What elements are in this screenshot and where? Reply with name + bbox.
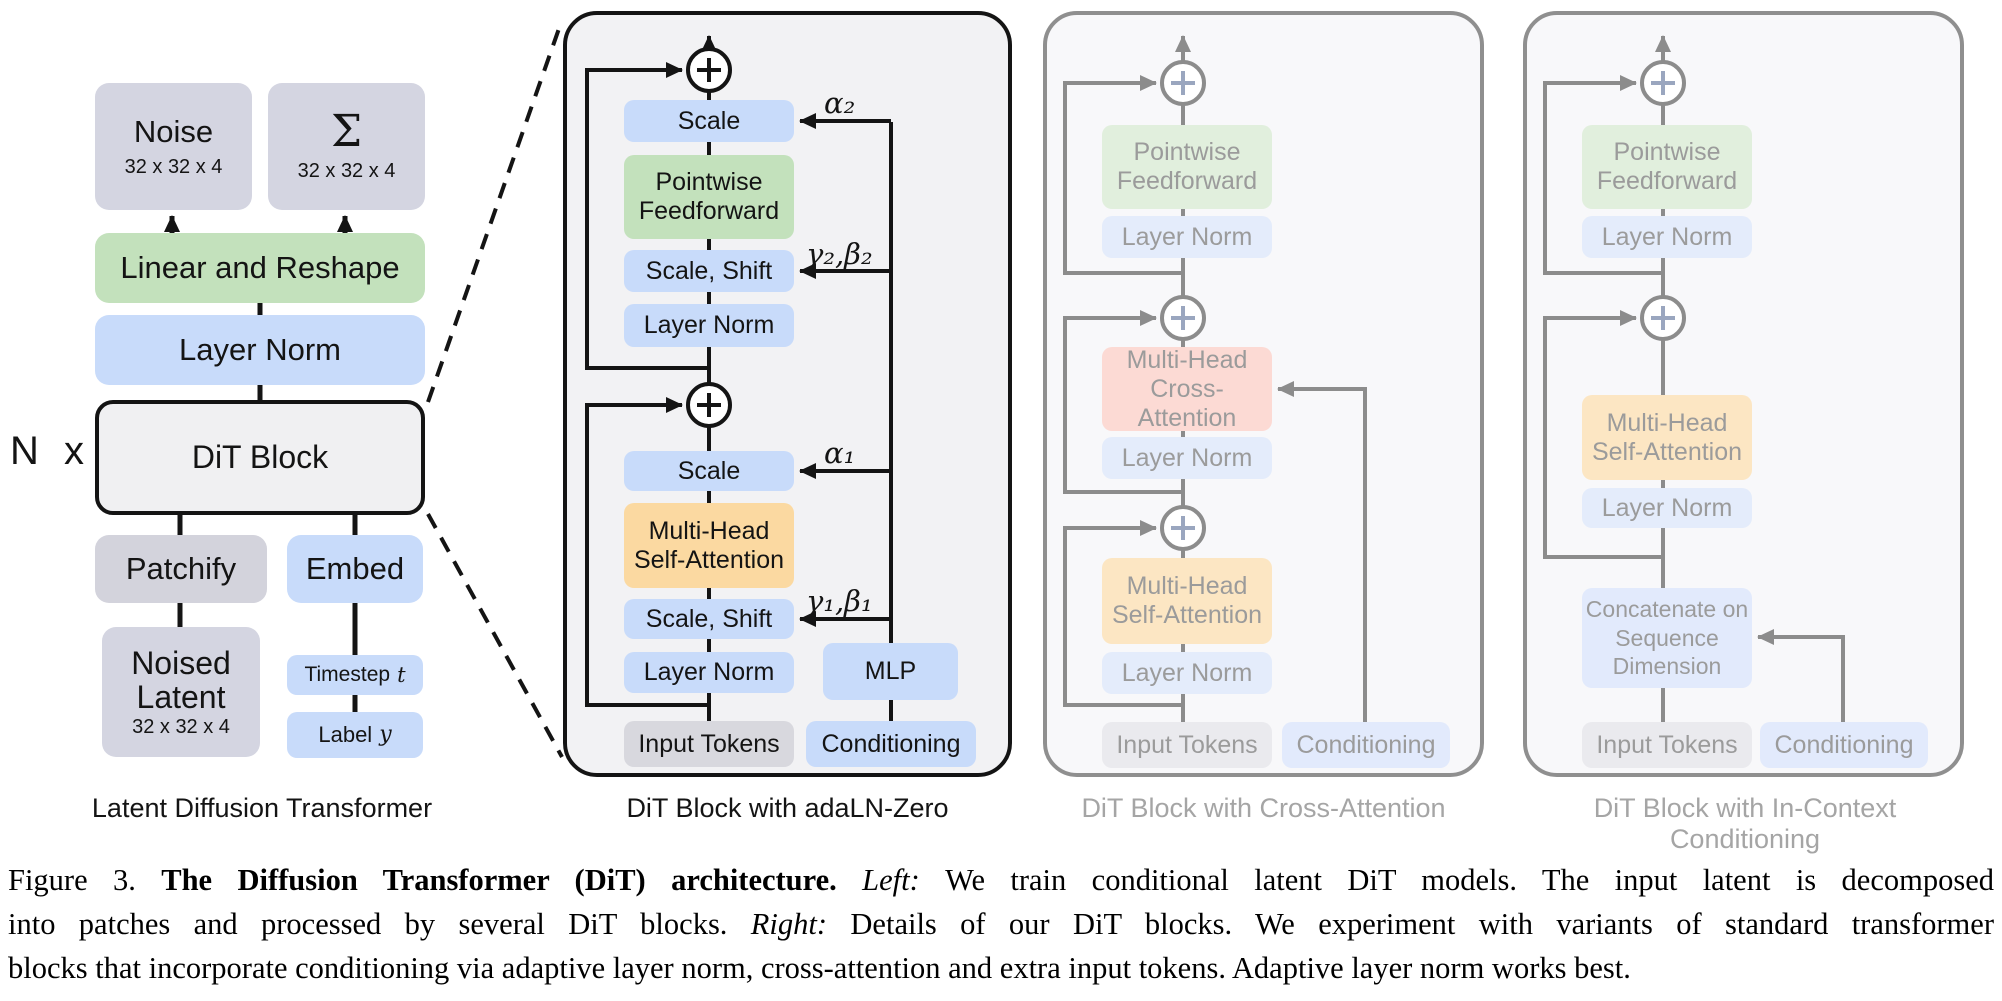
pointwise-feedforward-box: Pointwise Feedforward	[1582, 125, 1752, 209]
concatenate-box: Concatenate on Sequence Dimension	[1582, 588, 1752, 688]
input-tokens-box: Input Tokens	[1582, 722, 1752, 768]
multi-head-self-attention-box: Multi-Head Self-Attention	[1582, 395, 1752, 480]
figure-caption-line: Figure 3. The Diffusion Transformer (DiT…	[8, 863, 1994, 897]
timestep-var: t	[397, 662, 406, 687]
layer-norm-box: Layer Norm	[1582, 216, 1752, 258]
layer-norm-box-lower: Layer Norm	[624, 652, 794, 693]
conditioning-box: Conditioning	[1282, 722, 1450, 768]
pointwise-feedforward-box: Pointwise Feedforward	[624, 155, 794, 239]
figure-caption-line: into patches and processed by several Di…	[8, 907, 1994, 941]
conditioning-box: Conditioning	[1760, 722, 1928, 768]
layer-norm-box-upper: Layer Norm	[624, 304, 794, 347]
input-tokens-box: Input Tokens	[1102, 722, 1272, 768]
figure-caption-line: blocks that incorporate conditioning via…	[8, 951, 1631, 985]
sigma-dims: 32 x 32 x 4	[297, 159, 396, 182]
dashed-line-bottom	[426, 513, 564, 758]
gamma1-beta1-label: γ₁,β₁	[806, 584, 873, 618]
final-layer-norm-box: Layer Norm	[95, 315, 425, 385]
embed-box: Embed	[287, 535, 423, 603]
scale-shift-box-upper: Scale, Shift	[624, 250, 794, 292]
zoom-callout-dashed-lines	[426, 19, 564, 758]
noise-label: Noise	[133, 113, 214, 149]
label-y-box: Label y	[287, 712, 423, 758]
panel2-caption: DiT Block with adaLN-Zero	[626, 793, 949, 823]
dit-block-box: DiT Block	[95, 400, 425, 515]
conditioning-box: Conditioning	[806, 721, 976, 767]
noise-dims: 32 x 32 x 4	[124, 155, 223, 178]
timestep-label: Timestep	[304, 662, 391, 686]
input-tokens-box: Input Tokens	[624, 721, 794, 767]
scale-shift-box-lower: Scale, Shift	[624, 599, 794, 639]
panel4-caption: DiT Block with In-Context Conditioning	[1593, 793, 1897, 854]
layer-norm-box: Layer Norm	[1102, 652, 1272, 694]
layer-norm-box: Layer Norm	[1582, 488, 1752, 528]
multi-head-self-attention-box: Multi-Head Self-Attention	[1102, 558, 1272, 644]
label-y-label: Label	[318, 722, 373, 748]
layer-norm-box: Layer Norm	[1102, 437, 1272, 479]
dashed-line-top	[426, 19, 564, 403]
panel3-caption: DiT Block with Cross-Attention	[1081, 793, 1446, 823]
panel1-caption: Latent Diffusion Transformer	[91, 793, 433, 823]
sigma-label: Σ	[330, 105, 363, 157]
figure-caption: Figure 3. The Diffusion Transformer (DiT…	[8, 858, 1994, 990]
alpha1-label: α₁	[824, 436, 856, 470]
noised-latent-box: Noised Latent 32 x 32 x 4	[102, 627, 260, 757]
layer-norm-box: Layer Norm	[1102, 216, 1272, 258]
repeat-count-label: N x	[10, 429, 91, 473]
pointwise-feedforward-box: Pointwise Feedforward	[1102, 125, 1272, 209]
scale-box-lower: Scale	[624, 451, 794, 491]
noised-latent-dims: 32 x 32 x 4	[132, 715, 230, 738]
noise-box: Noise 32 x 32 x 4	[95, 83, 252, 210]
multi-head-self-attention-box: Multi-Head Self-Attention	[624, 503, 794, 588]
noised-latent-label: Noised Latent	[131, 644, 231, 716]
sigma-box: Σ 32 x 32 x 4	[268, 83, 425, 210]
scale-box-upper: Scale	[624, 100, 794, 142]
label-y-var: y	[379, 722, 392, 748]
linear-reshape-box: Linear and Reshape	[95, 233, 425, 303]
mlp-box: MLP	[823, 643, 958, 700]
alpha2-label: α₂	[824, 86, 856, 120]
gamma2-beta2-label: γ₂,β₂	[806, 237, 873, 271]
multi-head-cross-attention-box: Multi-Head Cross-Attention	[1102, 346, 1272, 432]
timestep-box: Timestep t	[287, 655, 423, 695]
patchify-box: Patchify	[95, 535, 267, 603]
